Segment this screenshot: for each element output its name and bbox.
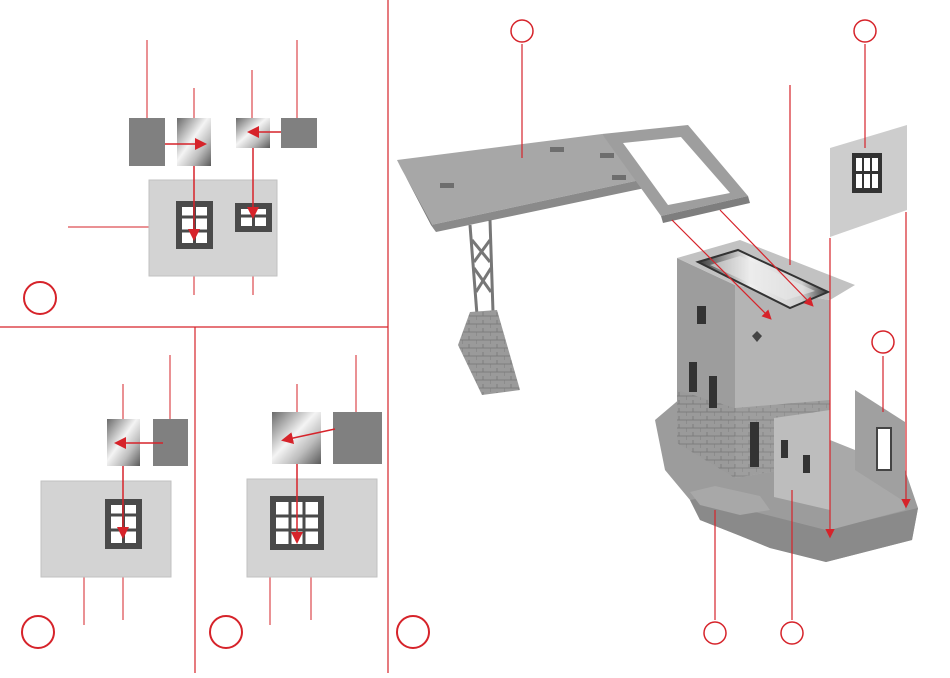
- annex-window-open: [877, 428, 891, 470]
- callout-front-wall: [781, 622, 803, 644]
- step-2-marker-circle: [22, 616, 54, 648]
- annex-window: [803, 455, 810, 473]
- roof-support-base: [458, 310, 520, 395]
- step-1-marker-circle: [24, 282, 56, 314]
- callout-side-panel: [854, 20, 876, 42]
- step-3-marker-circle: [210, 616, 242, 648]
- roof-support-truss: [470, 220, 493, 315]
- panel-step-2: [22, 355, 188, 648]
- panel-step-3: [210, 355, 382, 648]
- side-wall-panel: [830, 125, 907, 237]
- panel-step-1: [24, 40, 317, 314]
- window-glass-part: [177, 118, 211, 166]
- annex-window: [781, 440, 788, 458]
- window-pane-small-part: [281, 118, 317, 148]
- callout-annex-wall: [872, 331, 894, 353]
- tower-door: [750, 422, 759, 467]
- step-4-marker-circle: [397, 616, 429, 648]
- window-pane-large-part: [333, 412, 382, 464]
- callout-base: [704, 622, 726, 644]
- window-glass-small-part: [236, 118, 270, 148]
- window-pane-dark-part: [129, 118, 165, 166]
- callout-roof: [511, 20, 533, 42]
- tower-window: [689, 362, 697, 392]
- tower-window: [697, 306, 706, 324]
- tower-window: [709, 376, 717, 408]
- panel-step-4: [397, 20, 918, 648]
